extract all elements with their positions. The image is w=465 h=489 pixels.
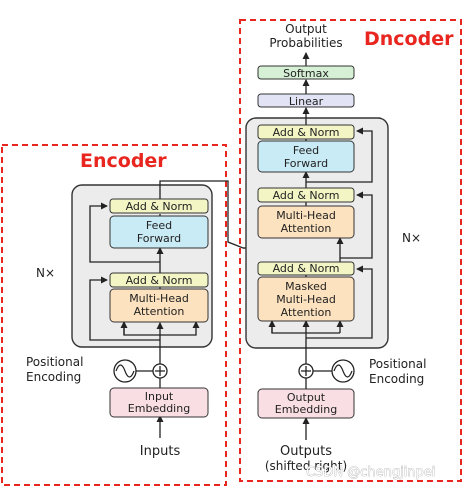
enc-mha-label-1: Multi-Head: [129, 292, 189, 305]
enc-add-norm-bottom: [109, 272, 209, 288]
dec-masked-label-1: Masked: [285, 280, 327, 293]
dec-feed-forward: [257, 140, 355, 173]
enc-pe-label-1: Positional: [26, 355, 83, 369]
encoder-title: Encoder: [80, 150, 167, 172]
dec-pe-label-2: Encoding: [369, 372, 424, 386]
dec-ff-label-1: Feed: [293, 144, 319, 157]
dec-add-norm-mid-label: Add & Norm: [273, 189, 340, 202]
enc-feed-forward: [109, 215, 209, 249]
enc-add-norm-top-label: Add & Norm: [126, 200, 193, 213]
dec-add-norm-top-label: Add & Norm: [273, 126, 340, 139]
dec-output-prob-1: Output: [285, 22, 327, 36]
dec-multi-head-attention: [257, 205, 355, 239]
decoder-title: Dncoder: [364, 28, 454, 50]
dec-sine-wave: [333, 364, 353, 378]
enc-feed-forward-label-1: Feed: [146, 219, 172, 232]
enc-pe-label-2: Encoding: [26, 370, 81, 384]
dec-softmax-label: Softmax: [283, 67, 329, 80]
dec-pe-label-1: Positional: [369, 357, 426, 371]
dec-add-norm-bottom-label: Add & Norm: [273, 262, 340, 275]
enc-sine-wave: [115, 364, 135, 378]
dec-residual-3: [306, 127, 373, 183]
enc-mha-label-2: Attention: [134, 305, 185, 318]
dec-linear-label: Linear: [289, 95, 324, 108]
dec-add-norm-top: [257, 124, 355, 140]
dec-residual-1: [306, 265, 373, 339]
enc-add-norm-bottom-label: Add & Norm: [126, 274, 193, 287]
enc-input-emb-label-1: Input: [145, 390, 174, 403]
dec-outputs-label-2: (shifted right): [265, 459, 347, 473]
dec-plus-icon: [301, 366, 311, 376]
dec-add-norm-bottom: [257, 261, 355, 276]
encoder-dashed-border: [1, 144, 227, 486]
enc-residual-2: [89, 202, 160, 263]
dec-masked-label-3: Attention: [281, 306, 332, 319]
enc-multi-head-attention: [109, 288, 209, 323]
dec-residual-2: [340, 191, 373, 259]
dec-mha-label-2: Attention: [281, 222, 332, 235]
dec-masked-attention: [257, 276, 355, 322]
dec-output-prob-2: Probabilities: [269, 36, 342, 50]
dec-output-emb-label-2: Embedding: [275, 403, 337, 416]
enc-feed-forward-label-2: Forward: [137, 232, 181, 245]
enc-add-norm-top: [109, 198, 209, 214]
decoder-dashed-border: [239, 19, 462, 482]
encoder-nx-label: N×: [36, 266, 55, 280]
dec-outputs-label-1: Outputs: [280, 444, 332, 459]
enc-residual-1: [89, 276, 160, 341]
enc-plus-icon: [155, 366, 165, 376]
enc-input-embedding: [109, 387, 209, 418]
dec-output-embedding: [257, 388, 355, 419]
enc-inputs-label: Inputs: [140, 444, 181, 459]
dec-output-emb-label-1: Output: [287, 391, 326, 404]
watermark-text: CSDN @chengjinpei: [306, 465, 435, 480]
decoder-nx-label: N×: [402, 231, 421, 245]
dec-add-norm-mid: [257, 187, 355, 203]
dec-mha-label-1: Multi-Head: [276, 209, 336, 222]
dec-ff-label-2: Forward: [284, 157, 328, 170]
dec-masked-label-2: Multi-Head: [276, 293, 336, 306]
enc-input-emb-label-2: Embedding: [128, 402, 190, 415]
